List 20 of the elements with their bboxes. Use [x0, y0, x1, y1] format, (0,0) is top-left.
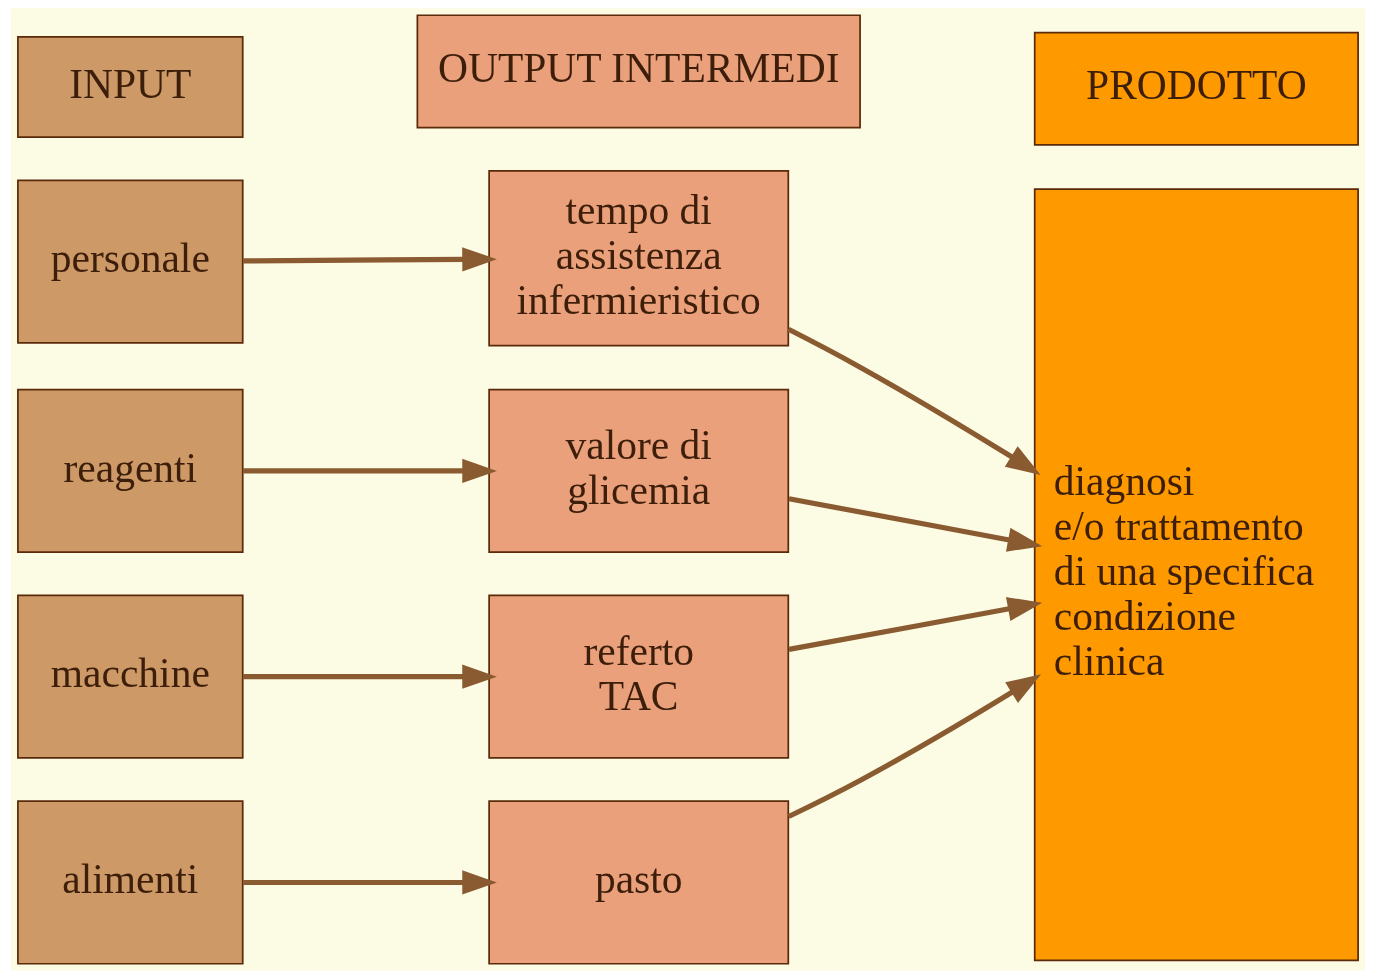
node-box: referto TAC: [488, 594, 790, 759]
node-box: valore di glicemia: [488, 388, 790, 554]
node-box: macchine: [17, 594, 244, 759]
node-box: alimenti: [17, 800, 244, 965]
arrow: [788, 496, 1043, 552]
node-box: pasto: [488, 800, 790, 965]
node-box: reagenti: [17, 388, 244, 554]
node-box: tempo di assistenza infermieristico: [488, 170, 790, 347]
arrow: [242, 870, 497, 895]
node-box: diagnosi e/o trattamento di una specifica condizione clinica: [1033, 188, 1359, 962]
arrow: [242, 664, 497, 689]
arrow: [242, 247, 497, 272]
node-box: personale: [17, 179, 244, 344]
arrow: [787, 326, 1041, 475]
arrow: [788, 597, 1043, 652]
node-box: INPUT: [17, 36, 244, 139]
arrow: [242, 458, 497, 484]
node-box: OUTPUT INTERMEDI: [416, 14, 861, 129]
arrow: [787, 674, 1042, 819]
node-box: PRODOTTO: [1033, 31, 1359, 146]
